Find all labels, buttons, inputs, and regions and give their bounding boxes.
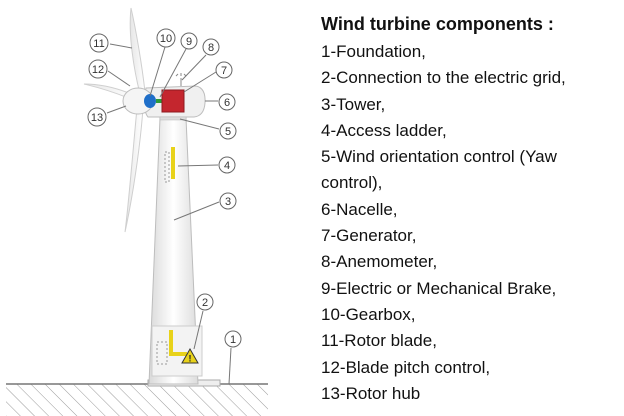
rotor-blade-up (129, 7, 146, 95)
yaw-ring (159, 116, 187, 121)
legend-item: 9-Electric or Mechanical Brake, (321, 278, 557, 298)
svg-text:9: 9 (186, 36, 192, 48)
svg-text:1: 1 (230, 334, 236, 346)
svg-text:6: 6 (224, 97, 230, 109)
callout-2: 2 (196, 293, 214, 311)
callout-10: 10 (156, 28, 176, 48)
svg-text:13: 13 (91, 112, 103, 124)
base-compartment (151, 325, 203, 377)
gearbox (144, 94, 156, 108)
svg-text:5: 5 (225, 126, 231, 138)
legend-item: 8-Anemometer, (321, 252, 438, 272)
callout-markers: 1 2 3 4 5 6 7 8 9 10 11 12 13 (87, 28, 242, 348)
svg-text:10: 10 (160, 33, 172, 45)
callout-8: 8 (202, 38, 220, 56)
callout-1: 1 (224, 330, 242, 348)
callout-11: 11 (89, 33, 109, 53)
svg-text:4: 4 (224, 160, 230, 172)
legend-item: 3-Tower, (321, 94, 386, 114)
legend-item: control), (321, 173, 383, 193)
callout-12: 12 (88, 59, 108, 79)
callout-4: 4 (218, 156, 236, 174)
legend-item: 12-Blade pitch control, (321, 357, 491, 377)
generator (161, 89, 185, 113)
svg-text:11: 11 (93, 38, 104, 50)
legend-item: 1-Foundation, (321, 42, 426, 61)
svg-text:12: 12 (92, 64, 104, 76)
brake (156, 99, 163, 103)
callout-13: 13 (87, 107, 107, 127)
legend-item: 10-Gearbox, (321, 304, 416, 324)
legend-item: 6-Nacelle, (321, 199, 398, 219)
legend-item: 4-Access ladder, (321, 120, 447, 140)
svg-text:!: ! (189, 354, 192, 364)
legend-item: 5-Wind orientation control (Yaw (321, 147, 557, 167)
callout-9: 9 (180, 32, 198, 50)
rotor-blade-down (124, 107, 144, 233)
callout-3: 3 (219, 192, 237, 210)
legend-item: 2-Connection to the electric grid, (321, 68, 566, 88)
leader-lines (106, 43, 232, 385)
legend-item: 13-Rotor hub (321, 383, 421, 403)
callout-7: 7 (215, 61, 233, 79)
svg-text:2: 2 (202, 297, 208, 309)
access-ladder (164, 147, 187, 356)
callout-5: 5 (219, 122, 237, 140)
foundation (6, 379, 268, 416)
legend-title: Wind turbine components : (321, 14, 554, 34)
svg-text:7: 7 (221, 65, 227, 77)
svg-text:3: 3 (225, 196, 231, 208)
legend-item: 11-Rotor blade, (321, 331, 437, 351)
svg-text:8: 8 (208, 42, 214, 54)
turbine-illustration: ! (6, 7, 268, 416)
legend-list: 1-Foundation, 2-Connection to the electr… (321, 39, 621, 407)
callout-6: 6 (218, 93, 236, 111)
legend-item: 7-Generator, (321, 226, 417, 246)
anemometer-icon (175, 73, 187, 86)
warning-triangle-icon: ! (181, 347, 199, 364)
components-legend: Wind turbine components : 1-Foundation, … (321, 12, 621, 407)
